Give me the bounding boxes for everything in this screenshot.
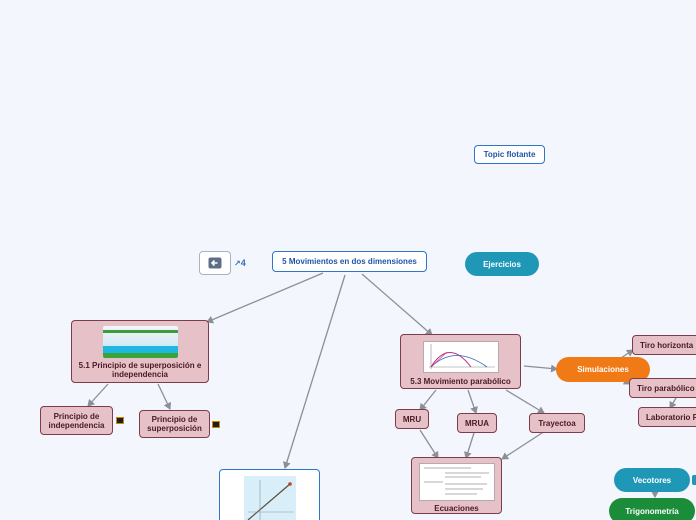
principio-topic[interactable]: 5.1 Principio de superposición e indepen… (71, 320, 209, 383)
film-icon[interactable] (212, 421, 220, 428)
edge-parabolico-mru (420, 390, 436, 410)
mrua-label: MRUA (465, 419, 489, 428)
film-icon[interactable] (116, 417, 124, 424)
image-cliff (103, 330, 178, 333)
tiro-horizontal-label: Tiro horizonta (640, 341, 693, 350)
simulaciones-label: Simulaciones (577, 365, 629, 374)
floating-topic-label: Topic flotante (484, 150, 536, 159)
tiro-parabolico-label: Tiro parabólico (637, 384, 695, 393)
edge-root-principio (207, 273, 323, 322)
principio-image (103, 326, 178, 358)
ejercicios-topic[interactable]: Ejercicios (465, 252, 539, 276)
link-count: 4 (241, 258, 246, 268)
parabola-graph-icon (425, 342, 497, 370)
edge-parabolico-mrua (468, 390, 476, 413)
bottom-topic-image (244, 476, 296, 520)
edge-principio-superposicion (158, 384, 170, 409)
laboratorio-label: Laboratorio F (646, 413, 696, 422)
edge-mrua-ecuaciones (466, 433, 474, 458)
edge-mru-ecuaciones (420, 430, 438, 458)
edge-principio-independencia (88, 384, 108, 406)
vectores-label: Vecotores (633, 476, 671, 485)
superposicion-topic[interactable]: Principio de superposición (139, 410, 210, 438)
root-topic[interactable]: 5 Movimientos en dos dimensiones (272, 251, 427, 272)
ecuaciones-image (419, 463, 495, 501)
equations-sheet-icon (421, 464, 493, 498)
ejercicios-label: Ejercicios (483, 260, 521, 269)
edge-root-paper (285, 275, 345, 468)
trayectoa-label: Trayectoa (538, 419, 575, 428)
floating-topic[interactable]: Topic flotante (474, 145, 545, 164)
laboratorio-topic[interactable]: Laboratorio F (638, 407, 696, 427)
independencia-label: Principio de independencia (44, 412, 110, 430)
superposicion-label: Principio de superposición (143, 415, 207, 433)
link-count-badge: ↗4 (234, 258, 246, 268)
root-topic-label: 5 Movimientos en dos dimensiones (282, 257, 417, 266)
parabolico-graph (423, 341, 499, 373)
tiro-horizontal-topic[interactable]: Tiro horizonta (632, 335, 696, 355)
image-water (103, 346, 178, 353)
principio-label: 5.1 Principio de superposición e indepen… (78, 361, 202, 379)
mru-label: MRU (403, 415, 421, 424)
parabolico-topic[interactable]: 5.3 Movimiento parabólico (400, 334, 521, 389)
link-count-icon: ↗ (234, 259, 241, 268)
edge-trayectoa-ecuaciones (502, 433, 542, 459)
back-button[interactable] (199, 251, 231, 275)
edge-parabolico-trayectoa (506, 390, 544, 413)
ecuaciones-topic[interactable]: Ecuaciones (411, 457, 502, 514)
vectores-topic[interactable]: Vecotores (614, 468, 690, 492)
edge-root-parabolico (362, 274, 432, 335)
independencia-topic[interactable]: Principio de independencia (40, 406, 113, 435)
mrua-topic[interactable]: MRUA (457, 413, 497, 433)
mru-topic[interactable]: MRU (395, 409, 429, 429)
parabolico-label: 5.3 Movimiento parabólico (410, 377, 510, 386)
image-grass (103, 353, 178, 358)
trayectoa-topic[interactable]: Trayectoa (529, 413, 585, 433)
trigonometria-label: Trigonometría (625, 507, 678, 516)
edge-parabolico-simulaciones (524, 366, 557, 369)
trigonometria-topic[interactable]: Trigonometría (609, 498, 695, 520)
image-topic-bottom[interactable] (219, 469, 320, 520)
tiro-parabolico-topic[interactable]: Tiro parabólico (629, 378, 696, 398)
projectile-diagram-icon (244, 476, 296, 520)
ecuaciones-label: Ecuaciones (434, 504, 478, 513)
back-arrow-icon (208, 257, 222, 269)
vectores-side-tag (692, 475, 696, 485)
